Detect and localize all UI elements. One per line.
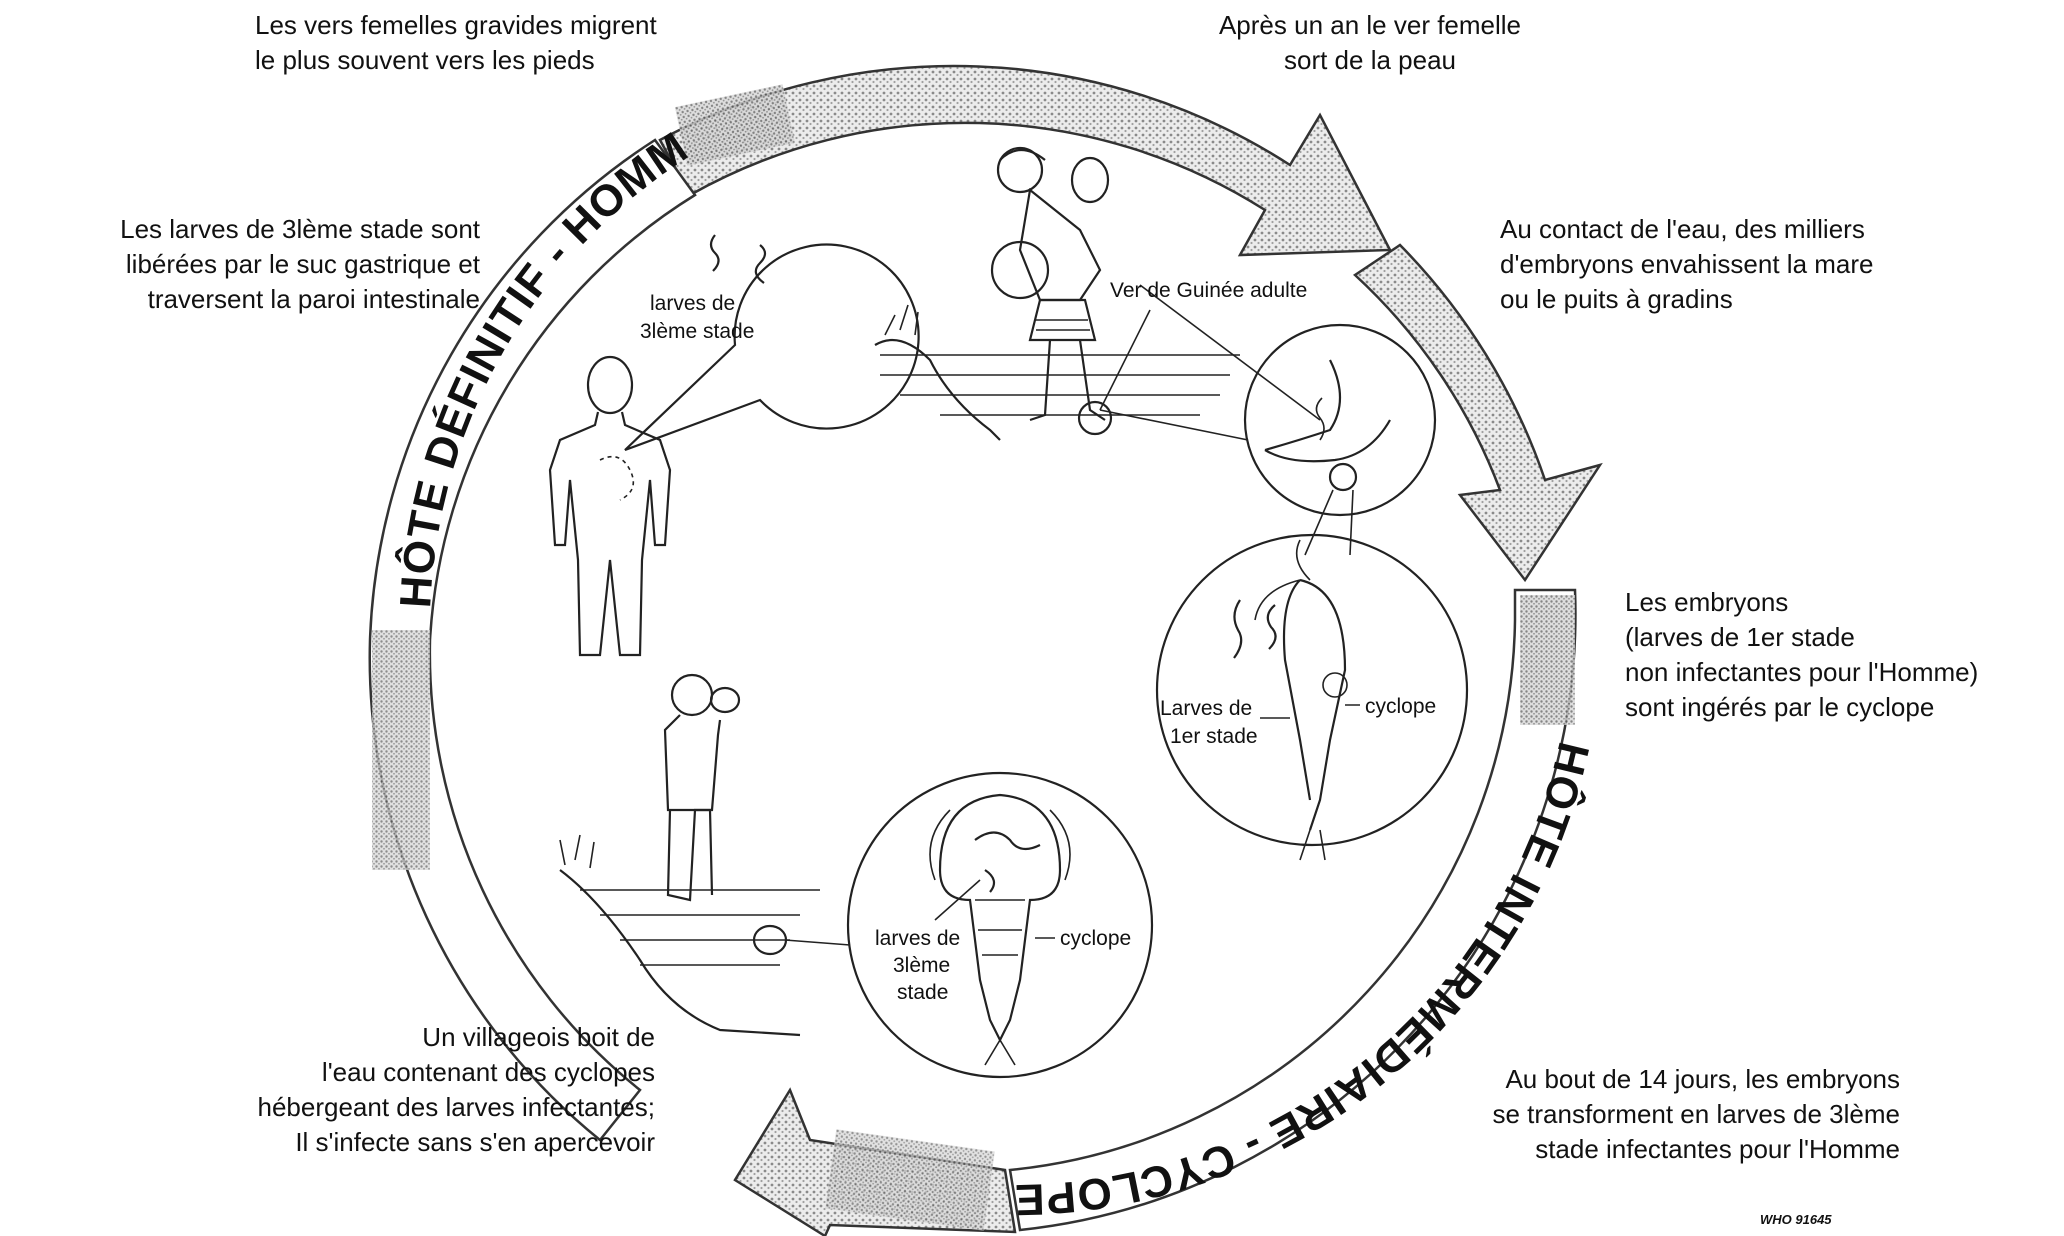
label-first-stage-line2: 1er stade	[1170, 725, 1258, 748]
pointer-cyclops-top	[1260, 705, 1360, 718]
woman-illustration	[992, 148, 1108, 420]
label-adult-worm: Ver de Guinée adulte	[1110, 279, 1307, 302]
band-highlight-left	[372, 630, 430, 870]
pointer-foot	[1100, 285, 1320, 440]
caption-released: Les larves de 3lème stade sont libérées …	[10, 212, 480, 317]
caption-migrate: Les vers femelles gravides migrent le pl…	[255, 8, 657, 78]
label-cyclops-top: cyclope	[1365, 695, 1436, 718]
label-third-line1: larves de	[875, 927, 960, 950]
cyclops-inset-third-stage	[848, 773, 1152, 1077]
pointer-third-stage-zoom	[785, 940, 850, 945]
label-third-line3: stade	[897, 981, 948, 1004]
villager-illustration	[665, 675, 739, 900]
caption-transform: Au bout de 14 jours, les embryons se tra…	[1320, 1062, 1900, 1167]
caption-emerge: Après un an le ver femelle sort de la pe…	[1200, 8, 1540, 78]
pond-left-illustration	[875, 305, 1240, 440]
label-bubble-line2: 3lème stade	[640, 320, 754, 343]
foot-inset	[1245, 325, 1435, 515]
band-highlight-right	[1520, 595, 1575, 725]
human-body-illustration	[550, 357, 670, 655]
label-first-stage-line1: Larves de	[1160, 697, 1252, 720]
caption-water-contact: Au contact de l'eau, des milliers d'embr…	[1500, 212, 1873, 317]
label-third-line2: 3lème	[893, 954, 950, 977]
pointer-zoom-embryos	[1305, 490, 1353, 555]
caption-villager: Un villageois boit de l'eau contenant de…	[40, 1020, 655, 1160]
caption-ingested: Les embryons (larves de 1er stade non in…	[1625, 585, 1978, 725]
label-bubble-line1: larves de	[650, 292, 735, 315]
label-cyclops-bottom: cyclope	[1060, 927, 1131, 950]
pond-right-illustration	[560, 835, 820, 1035]
reference-code: WHO 91645	[1760, 1212, 1832, 1227]
